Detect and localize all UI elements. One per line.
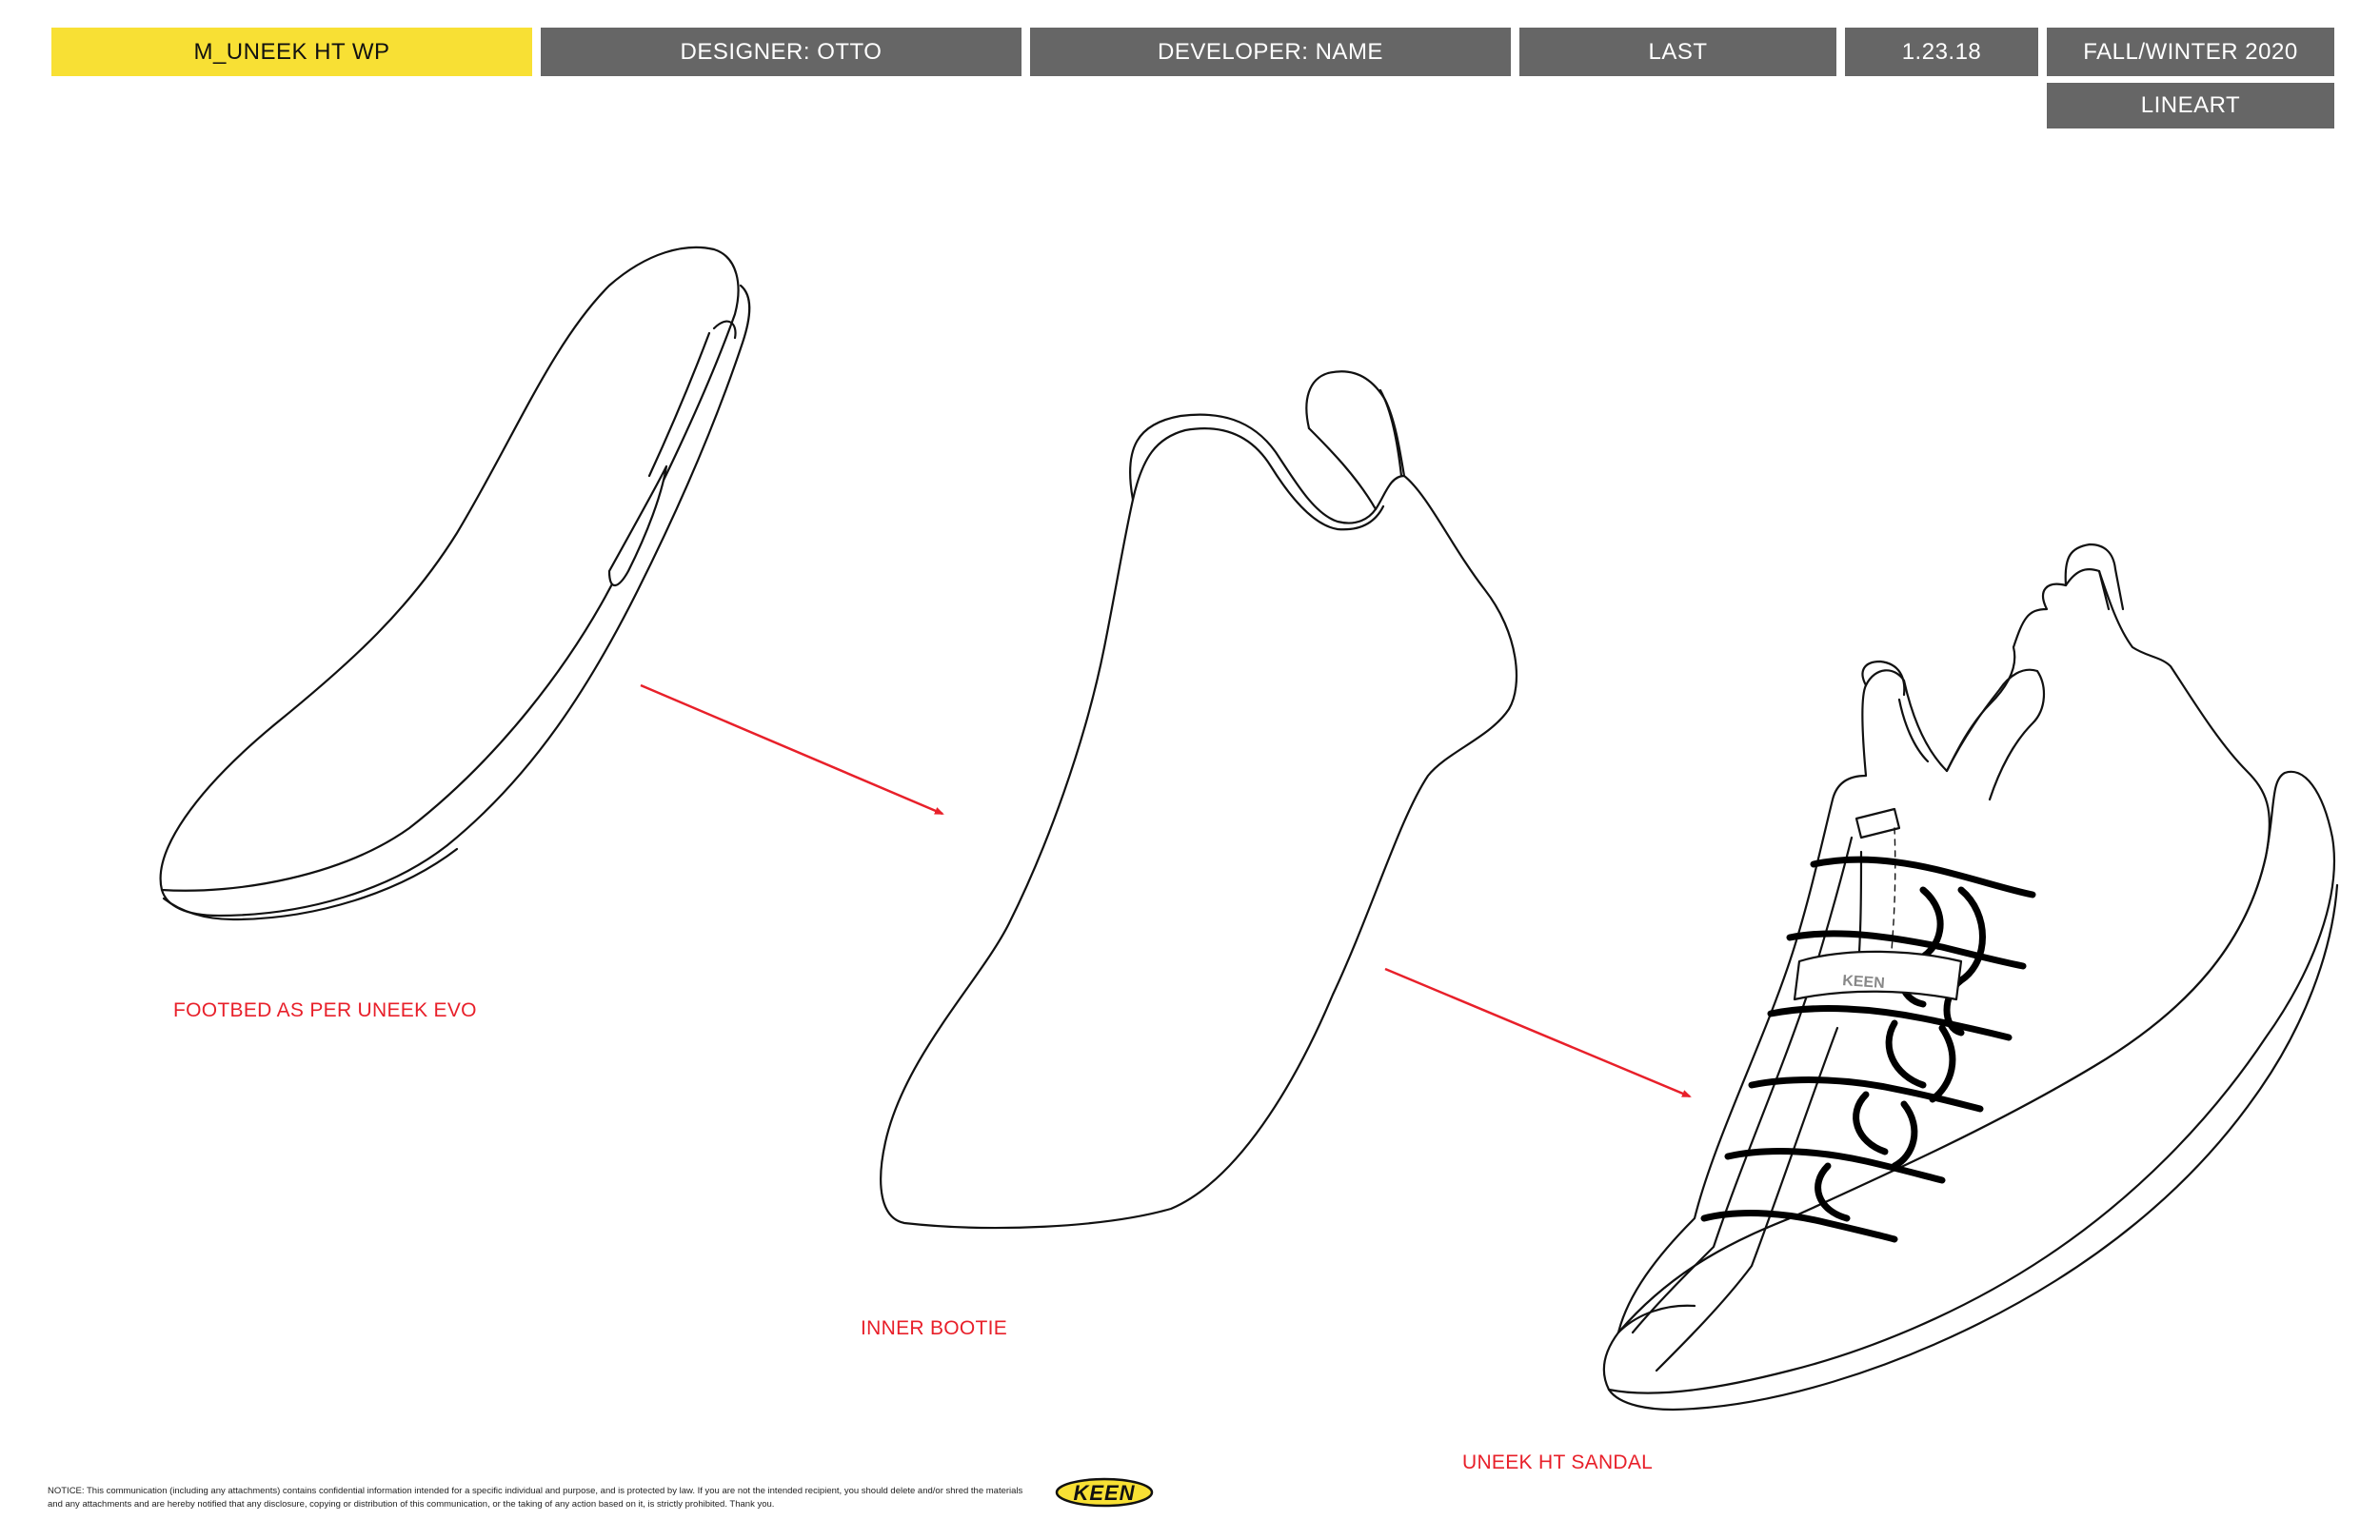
- arrow-footbed-to-bootie: [640, 683, 944, 816]
- confidentiality-notice: NOTICE: This communication (including an…: [48, 1485, 1038, 1511]
- designer-cell: DESIGNER: OTTO: [541, 28, 1021, 76]
- season-cell: FALL/WINTER 2020: [2047, 28, 2334, 76]
- svg-text:KEEN: KEEN: [1073, 1481, 1135, 1505]
- developer-cell: DEVELOPER: NAME: [1030, 28, 1511, 76]
- view-cell: LINEART: [2047, 83, 2334, 128]
- inner-bootie-drawing: [880, 370, 1518, 1230]
- date-cell: 1.23.18: [1845, 28, 2038, 76]
- inner-bootie-caption: INNER BOOTIE: [861, 1317, 1008, 1339]
- footbed-caption: FOOTBED AS PER UNEEK EVO: [173, 999, 477, 1021]
- sandal-caption: UNEEK HT SANDAL: [1462, 1451, 1654, 1473]
- uneek-ht-sandal-drawing: KEEN: [1602, 543, 2339, 1411]
- svg-text:KEEN: KEEN: [1842, 973, 1886, 992]
- arrow-bootie-to-sandal: [1384, 967, 1692, 1098]
- notice-text: NOTICE: This communication (including an…: [48, 1486, 1023, 1510]
- last-cell: LAST: [1519, 28, 1836, 76]
- style-name-cell: M_UNEEK HT WP: [51, 28, 532, 76]
- keen-logo: KEEN: [1055, 1477, 1154, 1508]
- footbed-drawing: [159, 246, 751, 921]
